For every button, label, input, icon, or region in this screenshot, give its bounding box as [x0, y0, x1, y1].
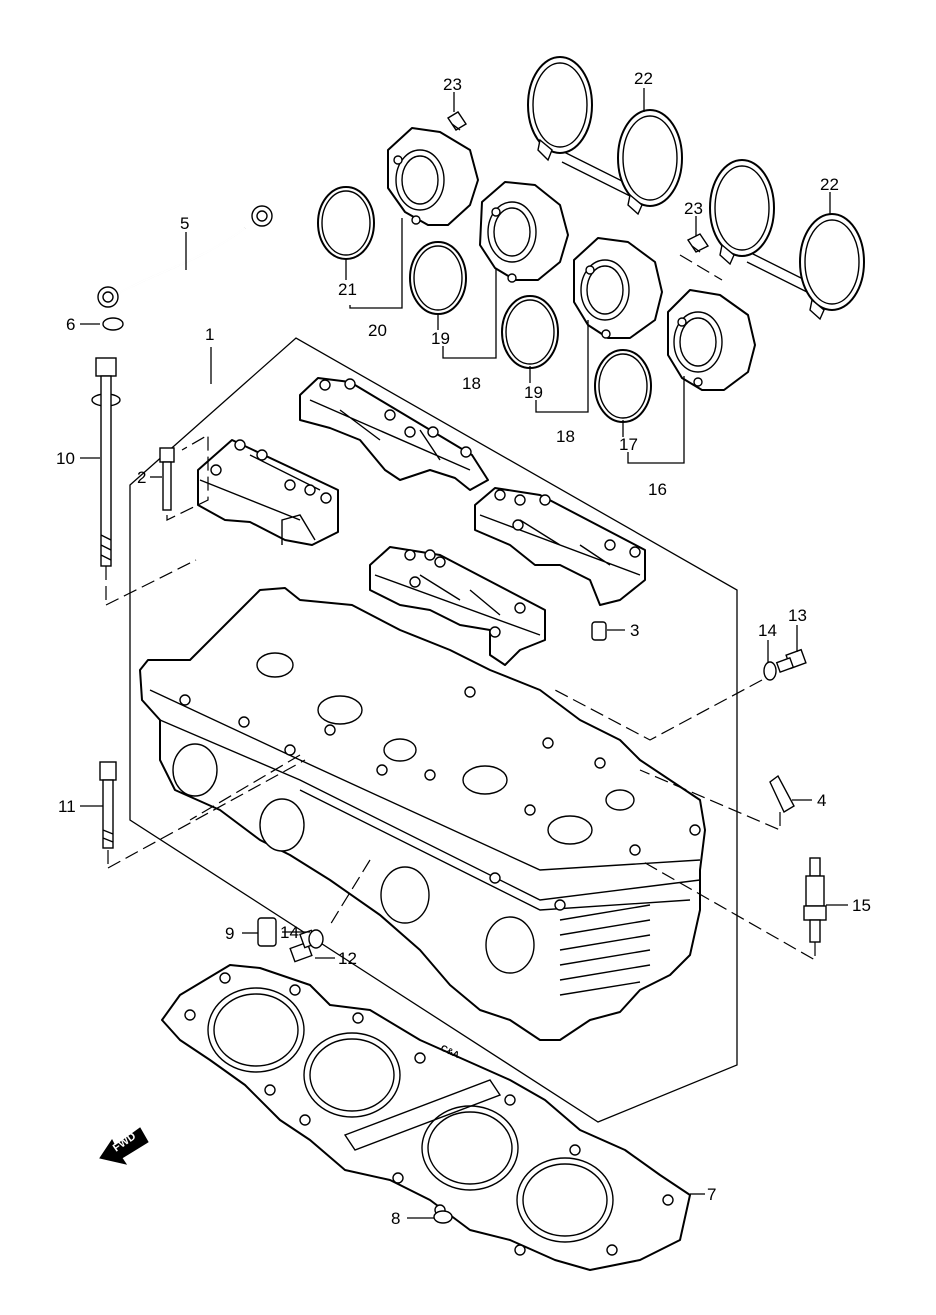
cylinder-head-assembly-outline: [129, 337, 738, 1123]
intake-pipe-16: [667, 289, 756, 391]
callout-7: 7: [707, 1185, 716, 1204]
spark-plug-15: [803, 857, 827, 943]
callout-9: 9: [225, 924, 234, 943]
callout-8: 8: [391, 1209, 400, 1228]
bolt-2: [159, 447, 175, 511]
callout-22b: 22: [820, 175, 839, 194]
clamp-pair-lower: [709, 159, 865, 321]
screw-23a: [447, 111, 467, 131]
tube-4: [769, 774, 795, 813]
fwd-arrow-icon: FWD: [99, 1127, 149, 1165]
camshaft-holder-middle: [369, 546, 546, 666]
callout-18b: 18: [556, 427, 575, 446]
head-gasket-7: C&A: [161, 964, 691, 1271]
callout-10: 10: [56, 449, 75, 468]
callout-4: 4: [817, 791, 826, 810]
dowel-ring-8: [433, 1210, 453, 1224]
callout-21: 21: [338, 280, 357, 299]
callout-17: 17: [619, 435, 638, 454]
callout-12: 12: [338, 949, 357, 968]
o-ring-17: [594, 349, 652, 423]
callout-23b: 23: [684, 199, 703, 218]
intake-pipe-18a: [479, 181, 569, 283]
camshaft-holder-left: [197, 439, 339, 546]
callout-19b: 19: [524, 383, 543, 402]
callout-15: 15: [852, 896, 871, 915]
callout-16: 16: [648, 480, 667, 499]
dowel-9: [257, 917, 277, 947]
bolt-13: [775, 648, 807, 673]
bolt-11: [99, 761, 117, 849]
washer-14b: [308, 929, 324, 949]
camshaft-holder-right: [474, 487, 646, 606]
washer-14a: [763, 661, 777, 681]
dowel-3: [591, 621, 607, 641]
callout-23a: 23: [443, 75, 462, 94]
callout-20: 20: [368, 321, 387, 340]
callout-6: 6: [66, 315, 75, 334]
cylinder-head: [139, 587, 706, 1041]
leader-lines: [80, 88, 848, 1219]
callout-11: 11: [58, 797, 76, 816]
o-ring-19a: [409, 241, 467, 315]
intake-pipe-18b: [573, 237, 663, 339]
callout-19a: 19: [431, 329, 450, 348]
callout-5: 5: [180, 214, 189, 233]
callout-labels: 1 2 3 4 5 6 7 8 9 10 11 12 13 14 14 15 1…: [56, 69, 871, 1228]
screw-23b: [686, 233, 710, 253]
callout-14b: 14: [280, 923, 299, 942]
callout-18a: 18: [462, 374, 481, 393]
callout-3: 3: [630, 621, 639, 640]
o-ring-21: [317, 186, 375, 260]
callout-1: 1: [205, 325, 214, 344]
callout-13: 13: [788, 606, 807, 625]
callout-14a: 14: [758, 621, 777, 640]
bolt-10: [91, 357, 121, 567]
callout-22a: 22: [634, 69, 653, 88]
callout-2: 2: [137, 468, 146, 487]
washer-6: [102, 317, 124, 331]
o-ring-19b: [501, 295, 559, 369]
intake-pipe-20: [387, 127, 479, 226]
camshaft-holder-top: [299, 377, 489, 491]
hose-5: [97, 205, 273, 308]
clamp-pair-upper: [527, 56, 683, 216]
